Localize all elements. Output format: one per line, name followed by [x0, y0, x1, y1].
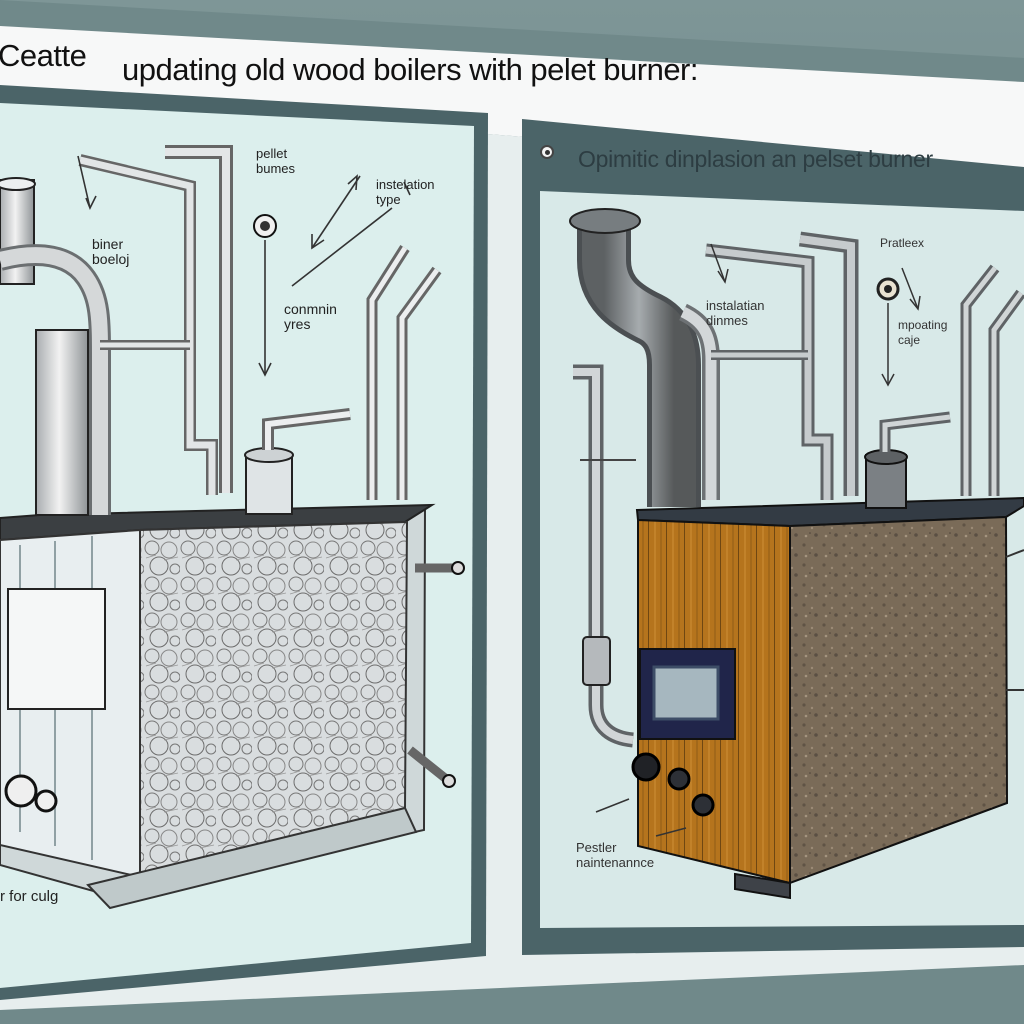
- label-mounting-cage: mpoating caje: [898, 318, 948, 347]
- label-burner-boiler: biner boeloj: [92, 236, 130, 267]
- left-panel: [0, 85, 488, 1000]
- label-pellet-burner: pellet bumes: [256, 146, 296, 176]
- title-bar: Ceatte updating old wood boilers with pe…: [0, 30, 1024, 110]
- page-title: updating old wood boilers with pelet bur…: [122, 52, 699, 87]
- label-pellet-box: Pratleex: [880, 236, 925, 250]
- right-annotation-arrows: [595, 243, 921, 837]
- control-dial-icon: [667, 767, 691, 791]
- title-strip: [0, 26, 1024, 178]
- control-dial-icon: [631, 752, 661, 782]
- pipe-network-sketch: [0, 145, 465, 788]
- label-for-cutting: r for culg: [0, 888, 59, 905]
- control-dial-icon: [691, 793, 715, 817]
- boiler-door: [7, 588, 106, 710]
- radio-selected[interactable]: [540, 145, 554, 159]
- left-annotation-arrows: [77, 155, 411, 377]
- right-panel: [522, 119, 1024, 955]
- boiler-knob-icon: [34, 789, 58, 813]
- pellet-pipe-network: [569, 208, 1024, 748]
- label-installation-type: instelation type: [376, 177, 435, 207]
- label-pellet-maintenance: Pestler naintenannce: [576, 840, 655, 870]
- wood-boiler-sketch: [0, 503, 436, 910]
- right-panel-heading: Opimitic dinplasion an pelset burner: [578, 146, 933, 172]
- label-installation-diagrams: instalatian dinmes: [706, 298, 765, 328]
- title-prefix: Ceatte: [0, 38, 87, 73]
- pellet-boiler-illustration: [631, 496, 1024, 900]
- label-common-types: conmnin yres: [284, 301, 337, 332]
- boiler-knob-icon: [4, 774, 38, 808]
